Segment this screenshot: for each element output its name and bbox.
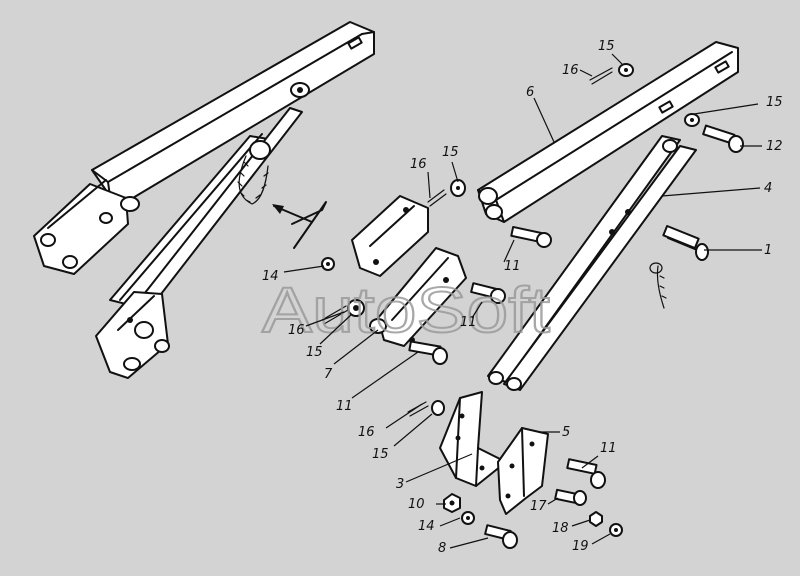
callout-1: 1 [764,243,772,258]
callouts: 1 3 4 5 6 7 8 10 11 11 11 11 12 14 14 15… [262,39,783,556]
watermark: AutoSoft [262,274,550,346]
callout-3: 3 [396,477,404,492]
washer-15-lower [431,400,445,416]
bolt-12 [702,124,744,153]
callout-14b: 14 [418,519,435,534]
callout-16b: 16 [410,157,427,172]
callout-15e: 15 [372,447,389,462]
callout-14a: 14 [262,269,279,284]
bracket-7-upper [351,195,429,277]
left-chain [237,140,271,205]
left-assembly [33,21,375,379]
left-beam-fork [33,183,129,275]
callout-12: 12 [766,139,783,154]
callout-11c: 11 [336,399,353,414]
callout-19: 19 [572,539,589,554]
callout-15c: 15 [442,145,459,160]
bolt-8 [484,524,518,549]
bolt-11-bottom [566,458,606,489]
callout-10: 10 [408,497,425,512]
bolt-11-upper [510,225,552,248]
callout-17: 17 [530,499,547,514]
bracket-3 [439,391,507,487]
callout-11d: 11 [600,441,617,456]
callout-15b: 15 [766,95,783,110]
strut-4 [487,135,697,391]
detail-arrow [291,201,327,249]
callout-7: 7 [324,367,333,382]
pin-chain-1 [649,224,709,309]
callout-5: 5 [562,425,570,440]
callout-11b: 11 [460,315,477,330]
callout-18: 18 [552,521,569,536]
callout-11a: 11 [504,259,521,274]
cotter-16-mid [427,189,447,207]
bolt-17 [554,488,587,506]
callout-16d: 16 [358,425,375,440]
callout-15d: 15 [306,345,323,360]
fasteners [321,63,744,549]
bolt-11-middle [470,282,506,304]
callout-4: 4 [764,181,772,196]
cotter-16-top [589,67,613,85]
bolt-11-lower [408,340,448,365]
cotter-16-lower [407,401,429,417]
bracket-5 [497,427,549,515]
leader-lines [283,53,762,549]
right-main-beam [477,41,739,223]
bracket-7 [369,247,467,347]
nut-18 [589,511,603,527]
callout-6: 6 [526,85,534,100]
callout-16c: 16 [288,323,305,338]
callout-8: 8 [438,541,446,556]
beam-6 [477,41,739,223]
callout-15a: 15 [598,39,615,54]
callout-16a: 16 [562,63,579,78]
